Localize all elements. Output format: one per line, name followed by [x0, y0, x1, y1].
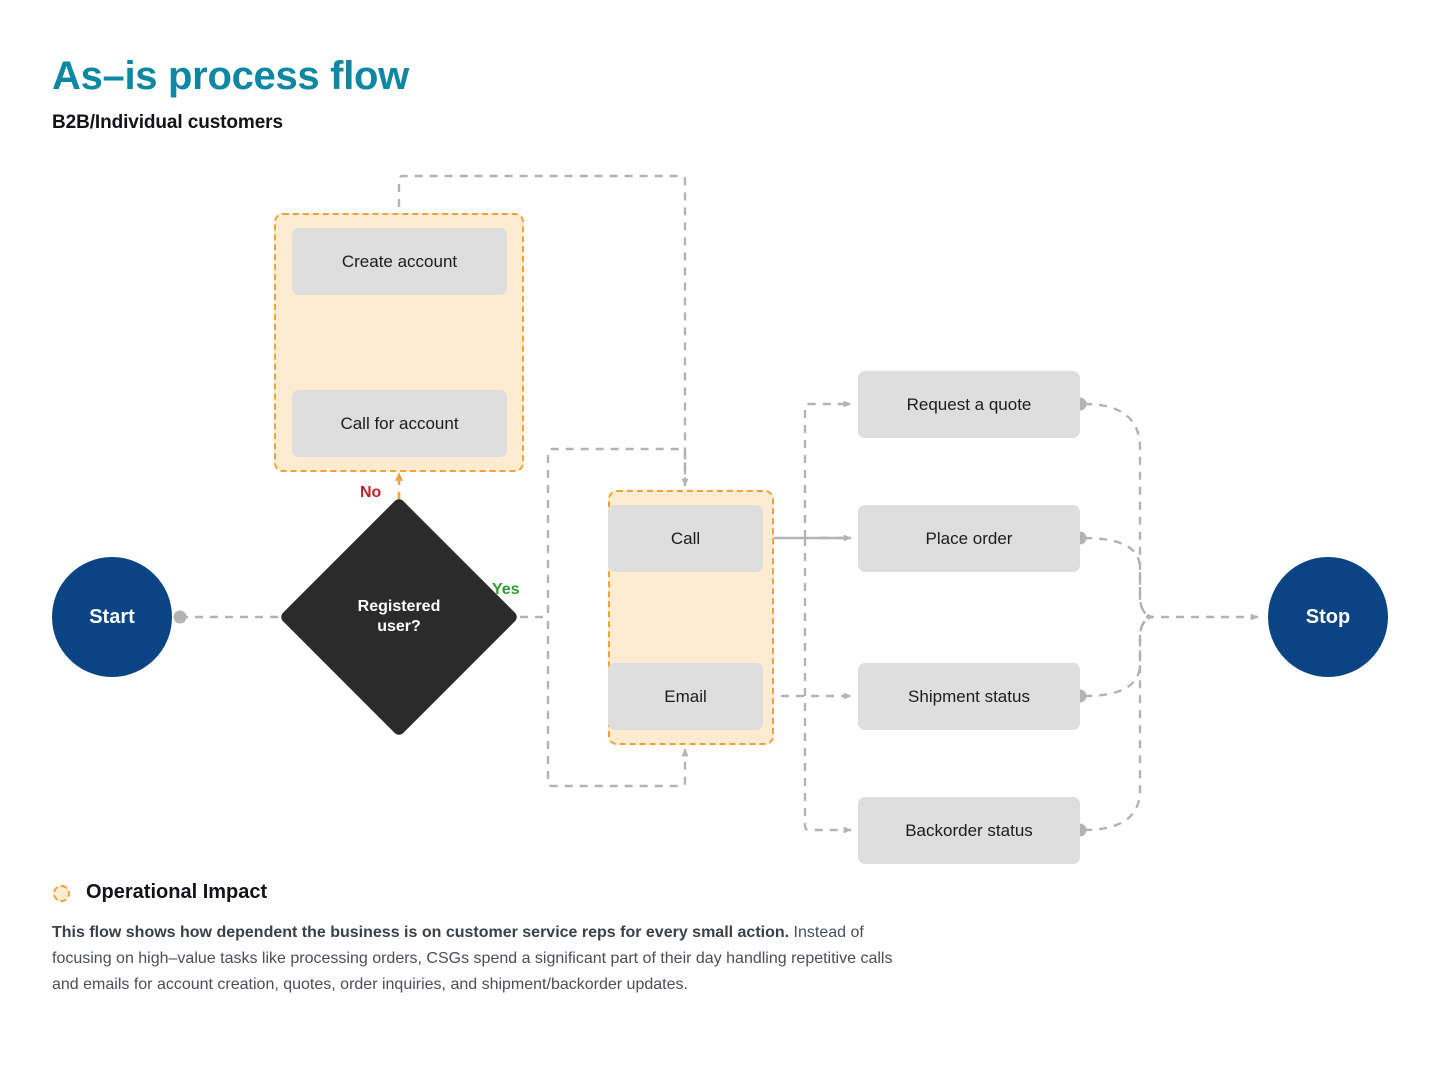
- edge-request-quote-to-merge: [1083, 402, 1153, 619]
- edge-trunk-to-backorder: [803, 538, 852, 834]
- node-email[interactable]: Email: [608, 663, 763, 730]
- node-stop-label: Stop: [1305, 605, 1351, 628]
- edge-yes-down-to-email: [546, 621, 689, 788]
- edge-backorder-to-merge: [1083, 615, 1153, 832]
- operational-impact-note: This flow shows how dependent the busine…: [52, 920, 902, 998]
- edge-yes-up-to-call: [546, 447, 687, 613]
- edge-label-yes: Yes: [492, 581, 520, 598]
- node-call-for-account[interactable]: Call for account: [292, 390, 507, 457]
- legend-title: Operational Impact: [86, 881, 268, 903]
- node-create-account[interactable]: Create account: [292, 228, 507, 295]
- node-request-a-quote[interactable]: Request a quote: [858, 371, 1080, 438]
- node-backorder-status[interactable]: Backorder status: [858, 797, 1080, 864]
- node-decision-label: Registered user?: [314, 532, 484, 702]
- edge-create-account-to-call: [397, 174, 689, 487]
- node-email-label: Email: [664, 686, 707, 706]
- operational-impact-marker-icon: [53, 885, 70, 902]
- node-call-for-account-label: Call for account: [340, 413, 459, 433]
- node-request-a-quote-label: Request a quote: [906, 394, 1032, 414]
- edge-place-order-to-merge: [1083, 536, 1153, 619]
- node-call[interactable]: Call: [608, 505, 763, 572]
- decision-label-line1: Registered: [357, 598, 441, 615]
- dot-start: [173, 610, 187, 624]
- decision-label-line2: user?: [377, 618, 421, 635]
- node-registered-user-decision[interactable]: Registered user?: [278, 496, 520, 738]
- node-place-order[interactable]: Place order: [858, 505, 1080, 572]
- node-place-order-label: Place order: [925, 528, 1013, 548]
- edge-label-no: No: [360, 484, 382, 501]
- note-body: Instead of focusing on high–value tasks …: [52, 924, 893, 993]
- edge-shipment-to-merge: [1083, 615, 1153, 698]
- note-lead: This flow shows how dependent the busine…: [52, 924, 790, 941]
- node-shipment-status-label: Shipment status: [908, 686, 1030, 706]
- node-create-account-label: Create account: [341, 251, 458, 271]
- node-shipment-status[interactable]: Shipment status: [858, 663, 1080, 730]
- node-start[interactable]: Start: [52, 557, 172, 677]
- node-call-label: Call: [670, 528, 701, 548]
- node-stop[interactable]: Stop: [1268, 557, 1388, 677]
- page-title: As–is process flow: [52, 54, 409, 98]
- page-subtitle: B2B/Individual customers: [52, 112, 283, 133]
- node-start-label: Start: [89, 605, 135, 628]
- node-backorder-status-label: Backorder status: [905, 820, 1033, 840]
- edge-trunk-to-request-quote: [803, 400, 852, 538]
